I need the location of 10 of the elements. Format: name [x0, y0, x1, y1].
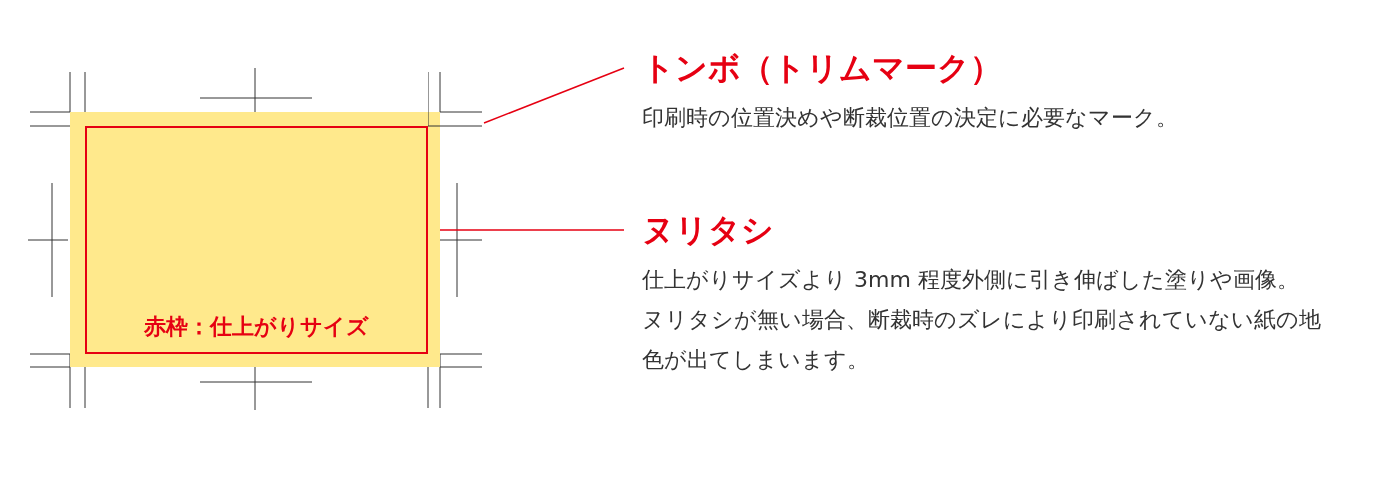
callout-heading: トンボ（トリムマーク）: [642, 48, 1003, 89]
leader-line: [439, 229, 625, 231]
description-text: ヌリタシが無い場合、断裁時のズレにより印刷されていない紙の地色が出てしまいます。: [642, 306, 1322, 374]
description-text: 仕上がりサイズより 3mm 程度外側に引き伸ばした塗りや画像。: [642, 266, 1300, 294]
callout-heading: ヌリタシ: [642, 210, 775, 251]
description-text: 印刷時の位置決めや断裁位置の決定に必要なマーク。: [642, 104, 1179, 132]
bleed-area: [70, 112, 440, 367]
trim-frame: [85, 126, 428, 354]
leader-line: [483, 67, 625, 124]
frame-label: 赤枠：仕上がりサイズ: [144, 313, 369, 341]
